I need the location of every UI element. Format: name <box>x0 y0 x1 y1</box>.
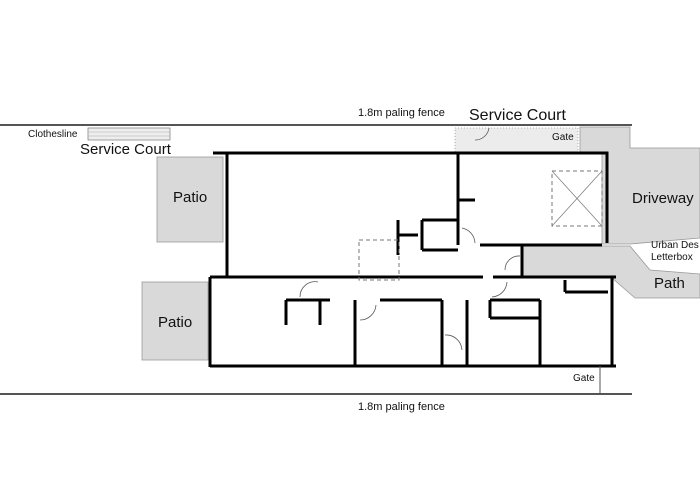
clothesline-shape <box>87 127 171 141</box>
clothesline-label: Clothesline <box>28 129 78 140</box>
walls <box>208 151 616 368</box>
gate-label-top: Gate <box>552 132 574 143</box>
fence-label-top: 1.8m paling fence <box>358 107 445 119</box>
garage-void <box>551 170 603 227</box>
letterbox-label: Letterbox <box>651 252 693 263</box>
service-court-label-top: Service Court <box>469 107 566 124</box>
patio-label-lower: Patio <box>158 314 193 331</box>
urban-des-label: Urban Des <box>651 240 699 251</box>
patio-label-upper: Patio <box>173 189 208 206</box>
upper-patio <box>156 156 224 243</box>
driveway-label: Driveway <box>632 190 694 207</box>
door-swings <box>299 127 521 351</box>
lower-patio <box>141 281 209 361</box>
service-court-label-left: Service Court <box>80 141 171 158</box>
gate-label-bottom: Gate <box>573 373 595 384</box>
path-label: Path <box>654 275 685 292</box>
fence-label-bottom: 1.8m paling fence <box>358 401 445 413</box>
roof-hatch <box>358 239 400 281</box>
